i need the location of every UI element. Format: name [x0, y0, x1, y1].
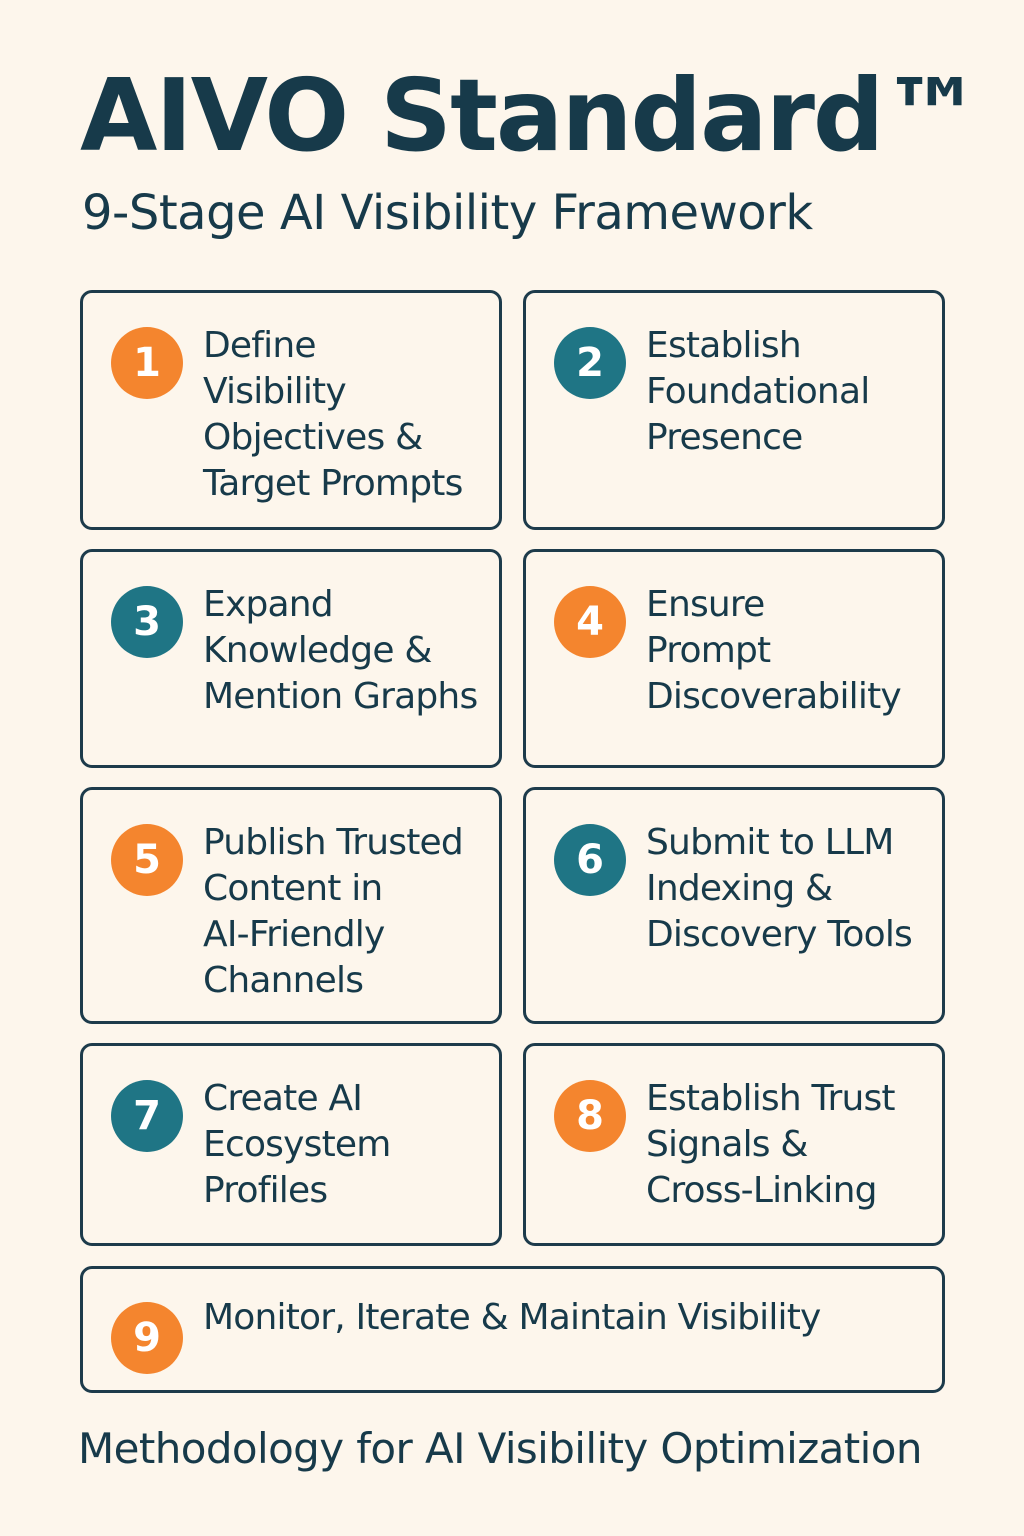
- stage-number-badge: 4: [554, 586, 626, 658]
- stage-label: Define Visibility Objectives & Target Pr…: [203, 325, 463, 504]
- stage-label: Expand Knowledge & Mention Graphs: [203, 584, 478, 717]
- stage-number-badge: 5: [111, 824, 183, 896]
- stage-label: Establish Trust Signals & Cross-Linking: [646, 1078, 896, 1211]
- footer-tagline: Methodology for AI Visibility Optimizati…: [78, 1424, 922, 1473]
- stage-label: Monitor, Iterate & Maintain Visibility: [203, 1297, 821, 1338]
- stage-number-badge: 9: [111, 1302, 183, 1374]
- stage-number-badge: 1: [111, 327, 183, 399]
- page-title: AIVO Standard™: [80, 57, 983, 174]
- stage-card-7: 7 Create AI Ecosystem Profiles: [80, 1043, 502, 1246]
- stage-label: Create AI Ecosystem Profiles: [203, 1078, 391, 1211]
- stage-number-badge: 8: [554, 1080, 626, 1152]
- stage-card-4: 4 Ensure Prompt Discoverability: [523, 549, 945, 768]
- stage-number-badge: 2: [554, 327, 626, 399]
- stage-number-badge: 6: [554, 824, 626, 896]
- stage-label: Ensure Prompt Discoverability: [646, 584, 902, 717]
- page-subtitle: 9-Stage AI Visibility Framework: [82, 185, 813, 241]
- stage-number-badge: 7: [111, 1080, 183, 1152]
- stage-card-6: 6 Submit to LLM Indexing & Discovery Too…: [523, 787, 945, 1024]
- stage-label: Publish Trusted Content in AI-Friendly C…: [203, 822, 464, 1001]
- stage-label: Establish Foundational Presence: [646, 325, 870, 458]
- stage-number-badge: 3: [111, 586, 183, 658]
- stage-label: Submit to LLM Indexing & Discovery Tools: [646, 822, 913, 955]
- stage-card-8: 8 Establish Trust Signals & Cross-Linkin…: [523, 1043, 945, 1246]
- stage-card-3: 3 Expand Knowledge & Mention Graphs: [80, 549, 502, 768]
- stage-card-9: 9 Monitor, Iterate & Maintain Visibility: [80, 1266, 945, 1393]
- stage-card-1: 1 Define Visibility Objectives & Target …: [80, 290, 502, 530]
- stage-card-2: 2 Establish Foundational Presence: [523, 290, 945, 530]
- stage-card-5: 5 Publish Trusted Content in AI-Friendly…: [80, 787, 502, 1024]
